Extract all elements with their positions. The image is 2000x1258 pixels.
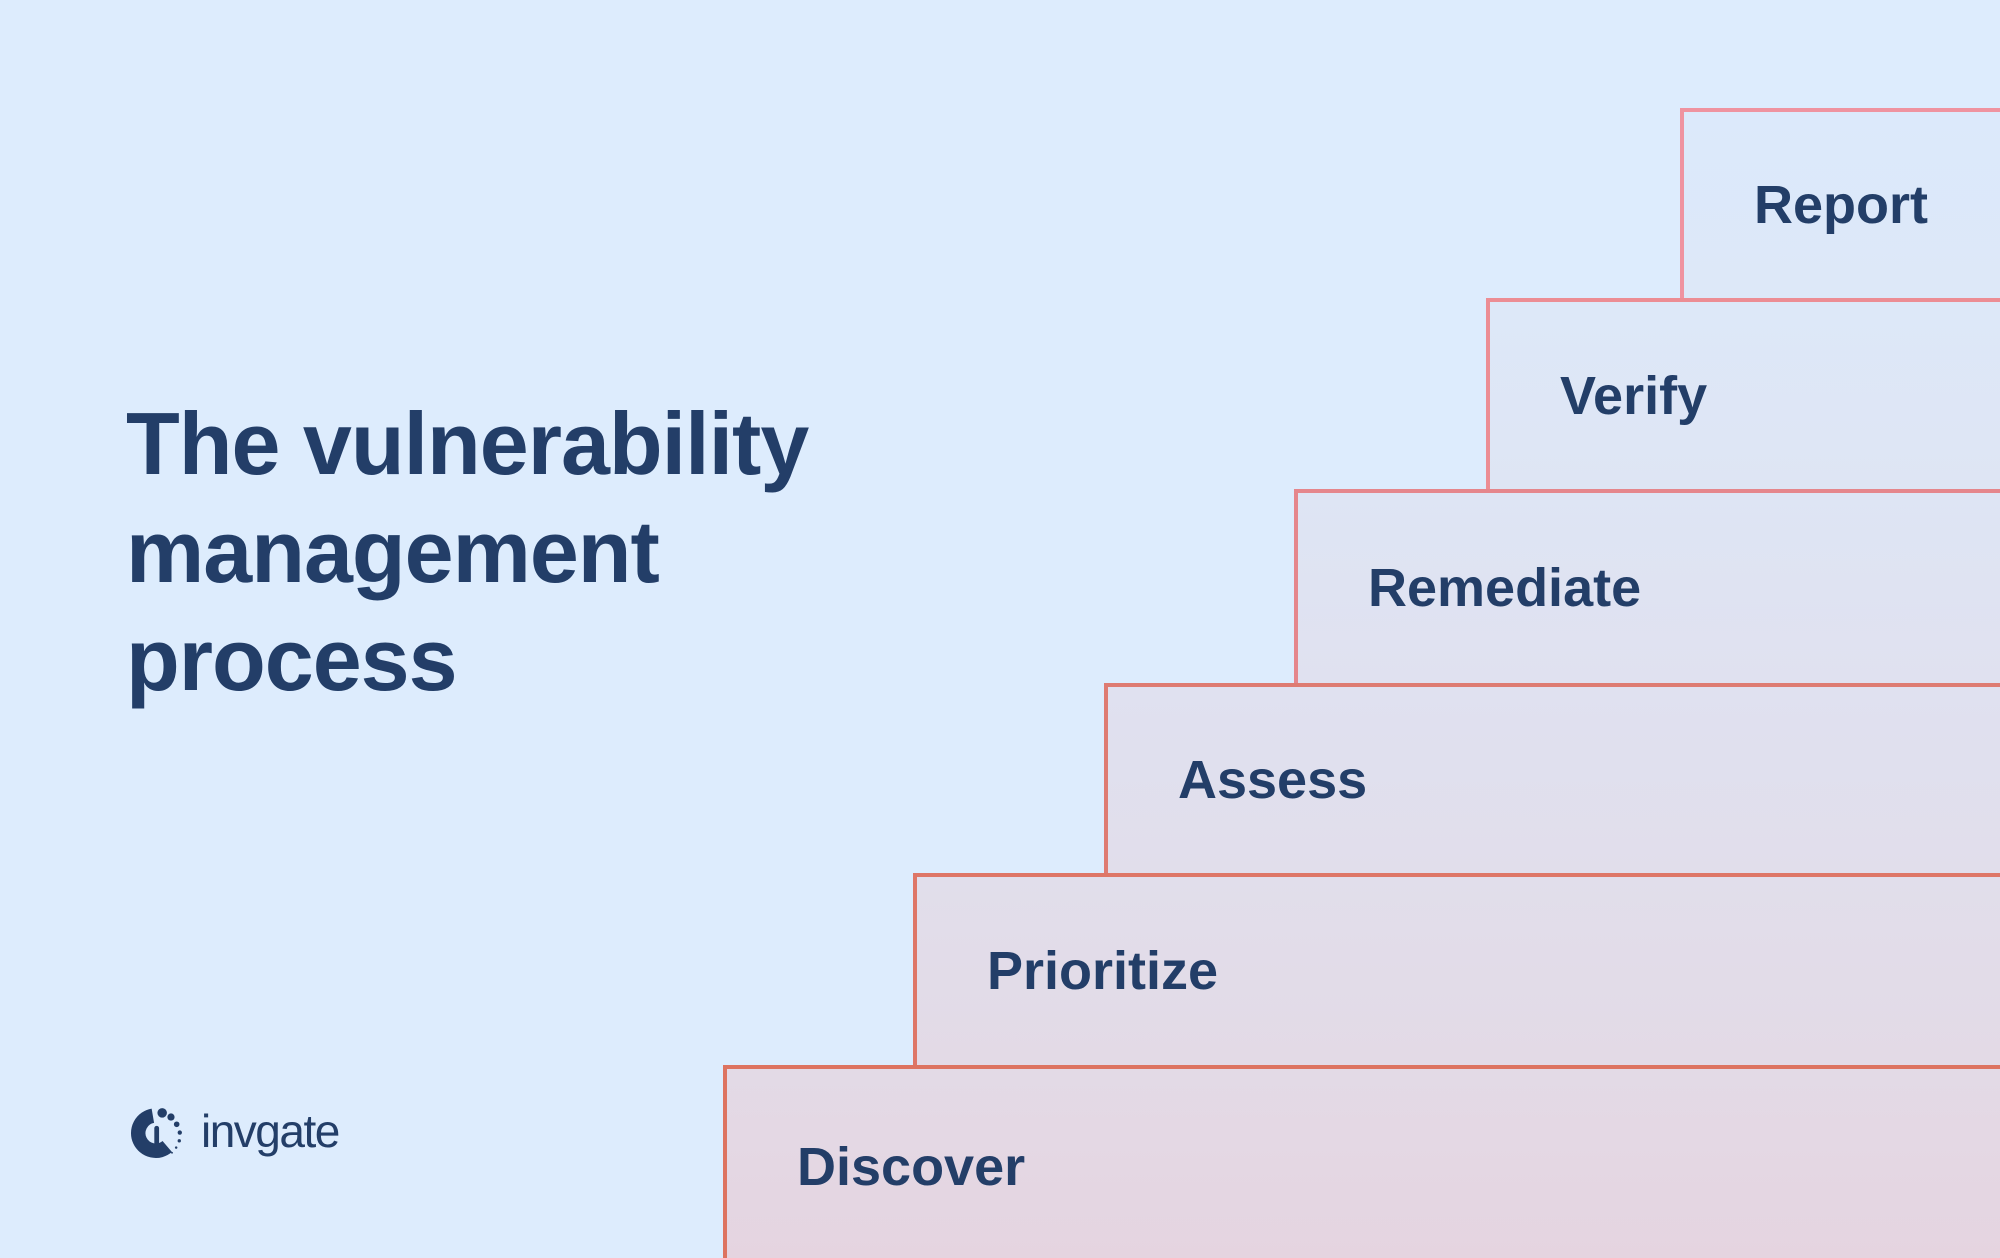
invgate-spiral-mark-icon	[131, 1108, 182, 1158]
invgate-logo: invgate	[128, 1102, 340, 1160]
step-discover-label: Discover	[797, 1137, 1026, 1197]
step-prioritize-label: Prioritize	[987, 941, 1219, 1001]
step-remediate: Remediate	[1294, 489, 2000, 683]
step-verify-label: Verify	[1560, 365, 1708, 426]
step-report: Report	[1680, 108, 2000, 298]
step-prioritize: Prioritize	[913, 873, 2000, 1065]
page-title: The vulnerability management process	[126, 390, 809, 714]
step-remediate-label: Remediate	[1368, 558, 1642, 618]
step-assess-label: Assess	[1178, 750, 1368, 810]
title-line-1: The vulnerability	[126, 394, 809, 493]
title-line-2: management	[126, 502, 660, 601]
step-verify: Verify	[1486, 298, 2000, 489]
step-report-label: Report	[1754, 175, 1928, 235]
title-line-3: process	[126, 610, 458, 709]
step-assess: Assess	[1104, 683, 2000, 873]
invgate-logo-text: invgate	[201, 1105, 340, 1157]
step-discover: Discover	[723, 1065, 2000, 1258]
